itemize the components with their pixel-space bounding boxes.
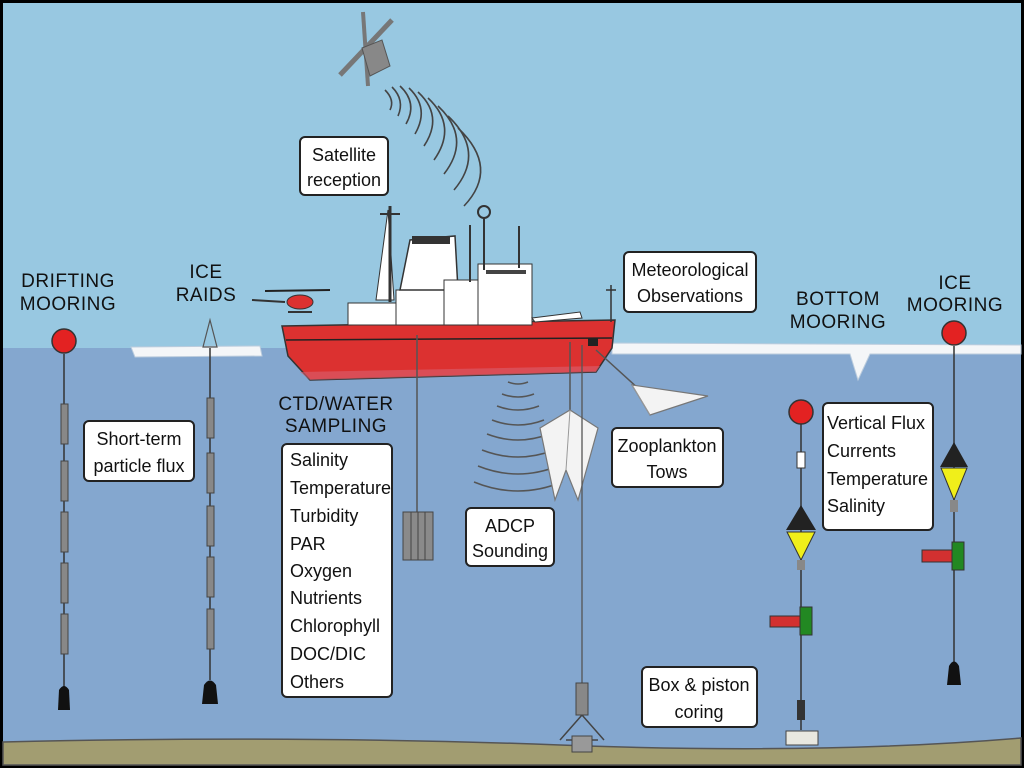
ctd-param: Salinity: [290, 450, 348, 470]
ice-floe-left: [130, 345, 263, 358]
adcp-line2: Sounding: [472, 541, 548, 561]
helicopter-icon: [251, 289, 331, 313]
particle-flux-box: [83, 420, 195, 482]
ctd-param: DOC/DIC: [290, 644, 366, 664]
adcp-sounding-box: [465, 507, 555, 567]
heading-ice-mooring: ICE: [938, 273, 971, 294]
satellite-icon: [338, 11, 394, 87]
ctd-parameters-list: Salinity Temperature Turbidity PAR Oxyge…: [290, 450, 391, 692]
heading-drifting-mooring: DRIFTING: [21, 271, 115, 292]
particle-flux-line1: Short-term: [96, 429, 181, 449]
ctd-param: Turbidity: [290, 506, 358, 526]
zooplankton-line1: Zooplankton: [617, 436, 716, 456]
drifting-mooring: [51, 328, 77, 710]
vertical-flux-line3: Temperature: [827, 469, 928, 489]
coring-line1: Box & piston: [648, 675, 749, 695]
heading-bottom-mooring-line2: MOORING: [790, 312, 886, 333]
satellite-signal-waves: [384, 85, 482, 207]
ice-raids-mooring: [202, 317, 218, 704]
ctd-rosette: [402, 335, 434, 561]
box-corer: [559, 345, 605, 753]
vertical-flux-line4: Salinity: [827, 496, 885, 516]
box-piston-coring-box: [641, 666, 758, 728]
ctd-param: Others: [290, 672, 344, 692]
bottom-mooring: [769, 399, 819, 746]
zooplankton-tows-box: [611, 427, 724, 488]
satellite-reception-line2: reception: [307, 170, 381, 190]
heading-ice-mooring-line2: MOORING: [907, 295, 1003, 316]
ice-mooring: [921, 320, 968, 685]
meteorological-line1: Meteorological: [631, 260, 748, 280]
ctd-param: Temperature: [290, 478, 391, 498]
heading-ice-raids-line2: RAIDS: [176, 285, 237, 306]
ctd-param: Chlorophyll: [290, 616, 380, 636]
research-ship: [281, 205, 616, 381]
seabed: [2, 737, 1022, 766]
ice-sheet-right: [611, 342, 1022, 382]
meteorological-observations-box: [623, 251, 757, 313]
vertical-flux-line2: Currents: [827, 441, 896, 461]
satellite-reception-line1: Satellite: [312, 145, 376, 165]
ctd-param: Oxygen: [290, 561, 352, 581]
zooplankton-nets: [539, 342, 709, 503]
satellite-reception-box: [299, 136, 389, 196]
heading-ctd-water-sampling: CTD/WATER: [278, 394, 393, 415]
meteorological-line2: Observations: [637, 286, 743, 306]
adcp-line1: ADCP: [485, 516, 535, 536]
zooplankton-line2: Tows: [646, 462, 687, 482]
particle-flux-line2: particle flux: [93, 456, 184, 476]
heading-drifting-mooring-line2: MOORING: [20, 294, 116, 315]
vertical-flux-line1: Vertical Flux: [827, 413, 925, 433]
heading-bottom-mooring: BOTTOM: [796, 289, 880, 310]
ctd-parameters-box: [281, 443, 393, 698]
ctd-param: PAR: [290, 534, 326, 554]
heading-ctd-water-sampling-line2: SAMPLING: [285, 416, 387, 437]
coring-line2: coring: [674, 702, 723, 722]
ctd-param: Nutrients: [290, 588, 362, 608]
heading-ice-raids: ICE: [189, 262, 222, 283]
vertical-flux-box: [822, 402, 934, 531]
